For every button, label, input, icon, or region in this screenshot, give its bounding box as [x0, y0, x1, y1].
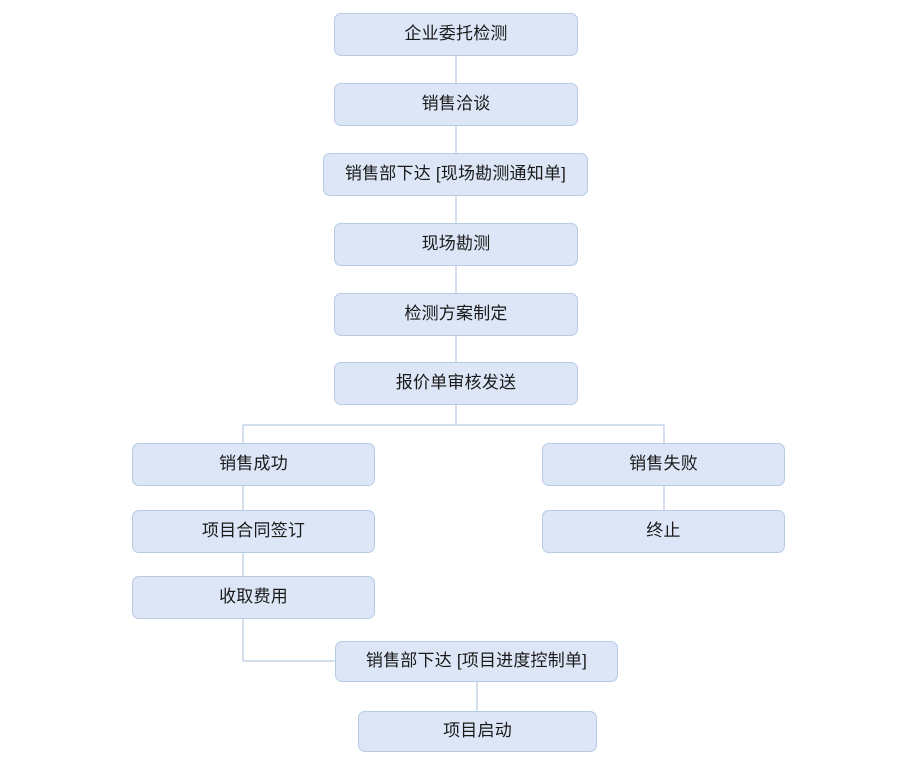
flowchart-node-label: 收取费用 [219, 587, 288, 607]
flowchart-node[interactable]: 报价单审核发送 [334, 362, 578, 405]
flowchart-node-label: 企业委托检测 [404, 24, 508, 44]
flowchart-node[interactable]: 项目启动 [358, 711, 597, 752]
flowchart-node[interactable]: 销售部下达 [现场勘测通知单] [323, 153, 588, 196]
flowchart-node[interactable]: 终止 [542, 510, 785, 553]
flowchart-node[interactable]: 销售部下达 [项目进度控制单] [335, 641, 618, 682]
connector-n6-to-n8 [455, 405, 665, 443]
flowchart-node-label: 销售部下达 [项目进度控制单] [365, 651, 588, 671]
flowchart-node-label: 项目合同签订 [201, 521, 306, 541]
flowchart-node-label: 终止 [646, 521, 681, 541]
flowchart-node-label: 销售失败 [629, 454, 698, 474]
flowchart-node[interactable]: 销售成功 [132, 443, 375, 486]
flowchart-node-label: 现场勘测 [421, 234, 491, 254]
flowchart-node-label: 报价单审核发送 [395, 373, 517, 393]
flowchart-node-label: 销售成功 [219, 454, 288, 474]
flowchart-node[interactable]: 现场勘测 [334, 223, 578, 266]
flowchart-node[interactable]: 检测方案制定 [334, 293, 578, 336]
flowchart-node-label: 检测方案制定 [404, 304, 508, 324]
flowchart-node[interactable]: 项目合同签订 [132, 510, 375, 553]
flowchart-node[interactable]: 企业委托检测 [334, 13, 578, 56]
connector-n6-to-n7 [242, 405, 457, 443]
flowchart-node[interactable]: 销售洽谈 [334, 83, 578, 126]
flowchart-node-label: 项目启动 [443, 721, 512, 741]
flowchart-node[interactable]: 销售失败 [542, 443, 785, 486]
flowchart-node[interactable]: 收取费用 [132, 576, 375, 619]
flowchart-node-label: 销售部下达 [现场勘测通知单] [344, 164, 567, 184]
flowchart-node-label: 销售洽谈 [421, 94, 491, 114]
connector-n11-to-n12 [242, 619, 335, 662]
